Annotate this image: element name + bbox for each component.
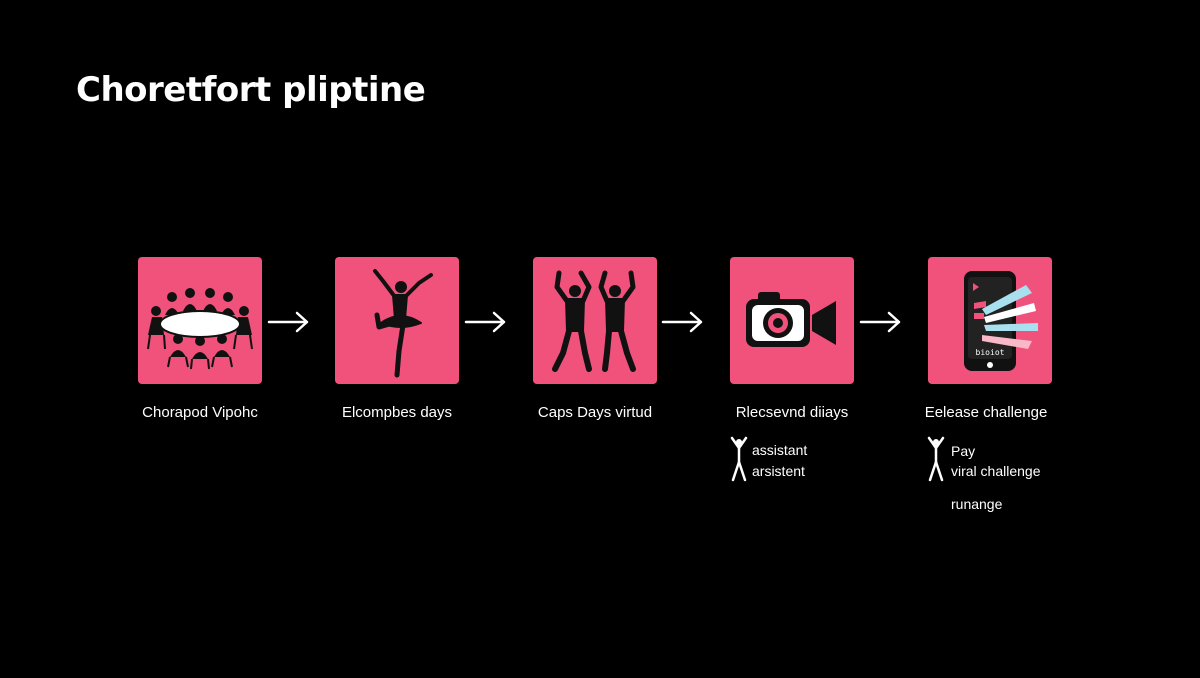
two-dancers-icon (552, 270, 636, 372)
step-2-label: Elcompbes days (341, 404, 453, 421)
step-4-label: Rlecsevnd diiays (735, 404, 849, 421)
arrow-right-icon (464, 311, 506, 333)
arrow-right-icon (661, 311, 703, 333)
step-5-note-3: runange (951, 496, 1003, 512)
meeting-table-icon (147, 288, 253, 370)
step-1-box (138, 257, 262, 384)
phone-screen-text: bioiot (976, 348, 1005, 357)
step-5-note-2: viral challenge (951, 463, 1041, 479)
camera-icon (746, 292, 836, 347)
step-5-note-1: Pay (951, 443, 976, 459)
step-3-label: Caps Days virtud (537, 404, 653, 421)
step-2-box (335, 257, 459, 384)
step-1-label: Chorapod Vipohc (142, 404, 258, 421)
step-4-note-2: arsistent (752, 463, 805, 479)
step-4-box (730, 257, 854, 384)
ballet-dancer-icon (373, 269, 433, 378)
dancer-icon (927, 436, 945, 482)
phone-icon: bioiot (964, 271, 1038, 371)
arrow-right-icon (859, 311, 901, 333)
step-5-label: Eelease challenge (924, 404, 1048, 421)
step-4-note-1: assistant (752, 442, 808, 458)
dancer-icon (730, 436, 748, 482)
step-5-box: bioiot (928, 257, 1052, 384)
arrow-right-icon (267, 311, 309, 333)
step-3-box (533, 257, 657, 384)
diagram-title: Choretfort pliptine (76, 70, 426, 110)
